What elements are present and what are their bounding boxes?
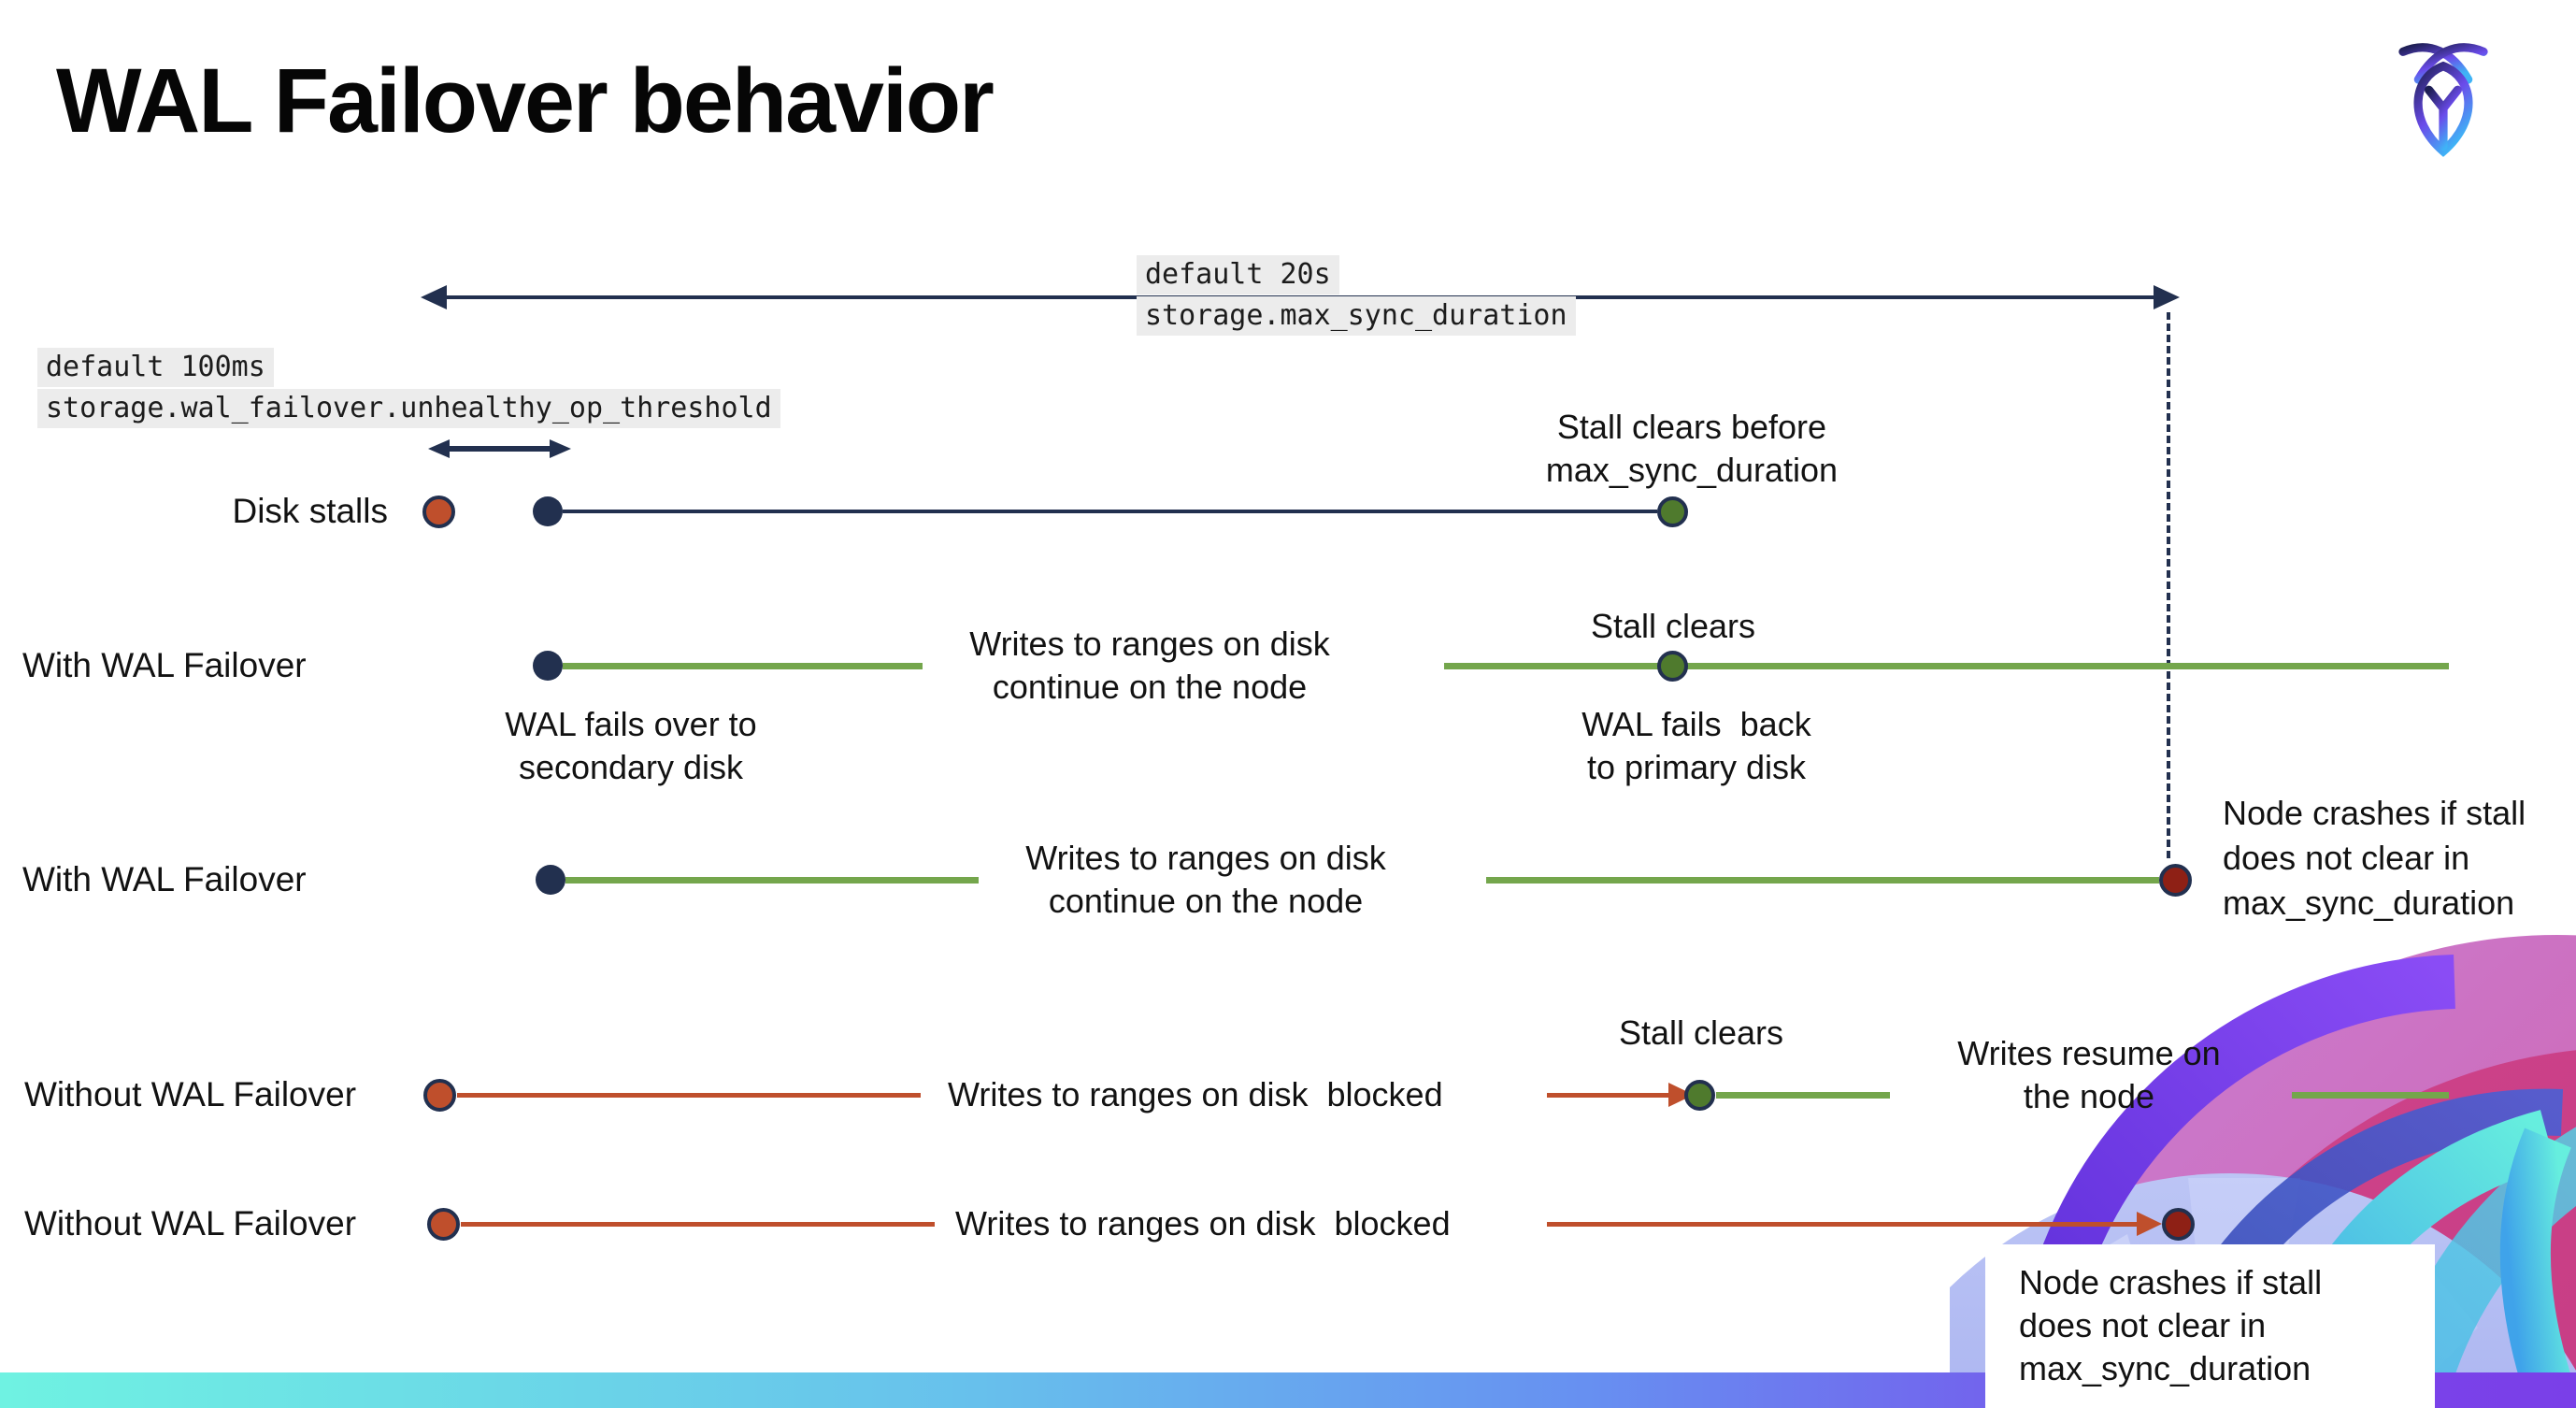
max-sync-duration-label: default 20s storage.max_sync_duration <box>1137 255 1576 338</box>
node-crash-callout-box: Node crashes if stall does not clear in … <box>1985 1244 2435 1408</box>
writes-continue-line-b-row2 <box>1444 663 2449 669</box>
node-crash-dot-row5 <box>2162 1208 2195 1241</box>
row-label-with-wal-failover-2: With WAL Failover <box>22 860 307 898</box>
writes-continue-line-a-row2 <box>563 663 923 669</box>
blocked-arrow-line-row5 <box>1547 1222 2139 1227</box>
stall-clears-text-row2: Stall clears <box>1590 607 1756 645</box>
node-crashes-text-row3: Node crashes if stall does not clear in … <box>2223 794 2526 922</box>
failover-dot-row3 <box>536 865 565 895</box>
writes-continue-text-row2: Writes to ranges on disk continue on the… <box>969 625 1330 706</box>
writes-blocked-text-row5: Writes to ranges on disk blocked <box>955 1204 1451 1243</box>
threshold-arrowhead-right-icon <box>550 439 571 458</box>
stall-duration-line <box>563 510 1657 513</box>
blocked-arrow-line-row4 <box>1547 1093 1670 1098</box>
failover-threshold-dot <box>533 496 563 526</box>
threshold-span-line <box>447 446 551 452</box>
cockroachdb-logo-icon <box>2398 43 2488 157</box>
stall-clears-before-text: Stall clears before max_sync_duration <box>1545 408 1839 489</box>
stall-clears-dot-row1 <box>1657 496 1688 527</box>
stall-clears-dot-row4 <box>1684 1080 1715 1111</box>
threshold-setting-text: storage.wal_failover.unhealthy_op_thresh… <box>37 389 780 428</box>
failover-dot-row2 <box>533 651 563 681</box>
row-label-disk-stalls: Disk stalls <box>232 492 388 530</box>
unhealthy-op-threshold-label: default 100ms storage.wal_failover.unhea… <box>37 348 780 430</box>
stall-clears-text-row4: Stall clears <box>1618 1013 1784 1052</box>
stall-clears-dot-row2 <box>1657 651 1688 682</box>
node-crashes-callout-text: Node crashes if stall does not clear in … <box>2019 1263 2323 1387</box>
stall-start-dot-row5 <box>427 1208 460 1241</box>
wal-fails-back-text: WAL fails back to primary disk <box>1581 705 1811 786</box>
writes-continue-text-row3: Writes to ranges on disk continue on the… <box>1025 839 1386 920</box>
row-label-with-wal-failover-1: With WAL Failover <box>22 646 307 684</box>
red-arrowhead-icon-row5 <box>2137 1212 2162 1236</box>
disk-stall-start-dot <box>422 496 455 528</box>
threshold-default-text: default 100ms <box>37 348 274 387</box>
dashed-connector-line <box>2167 312 2170 858</box>
writes-blocked-line-row4 <box>457 1093 921 1098</box>
writes-blocked-text-row4: Writes to ranges on disk blocked <box>948 1075 1443 1113</box>
writes-continue-line-a-row3 <box>565 877 979 884</box>
threshold-arrowhead-left-icon <box>428 439 450 458</box>
writes-resume-line-a-row4 <box>1716 1092 1890 1099</box>
stall-start-dot-row4 <box>423 1079 456 1112</box>
arrowhead-left-icon <box>421 285 447 309</box>
writes-resume-text: Writes resume on the node <box>1957 1034 2221 1115</box>
writes-blocked-line-row5 <box>461 1222 935 1227</box>
writes-resume-line-b-row4 <box>2292 1092 2449 1099</box>
row-label-without-wal-failover-1: Without WAL Failover <box>24 1075 357 1113</box>
writes-continue-line-b-row3 <box>1486 877 2159 884</box>
page-title: WAL Failover behavior <box>56 50 995 151</box>
arrowhead-right-icon <box>2154 285 2180 309</box>
row-label-without-wal-failover-2: Without WAL Failover <box>24 1204 357 1243</box>
max-sync-default-text: default 20s <box>1137 255 1339 295</box>
max-sync-setting-text: storage.max_sync_duration <box>1137 296 1576 336</box>
wal-fails-over-text: WAL fails over to secondary disk <box>505 705 757 786</box>
node-crash-dot-row3 <box>2159 864 2192 897</box>
